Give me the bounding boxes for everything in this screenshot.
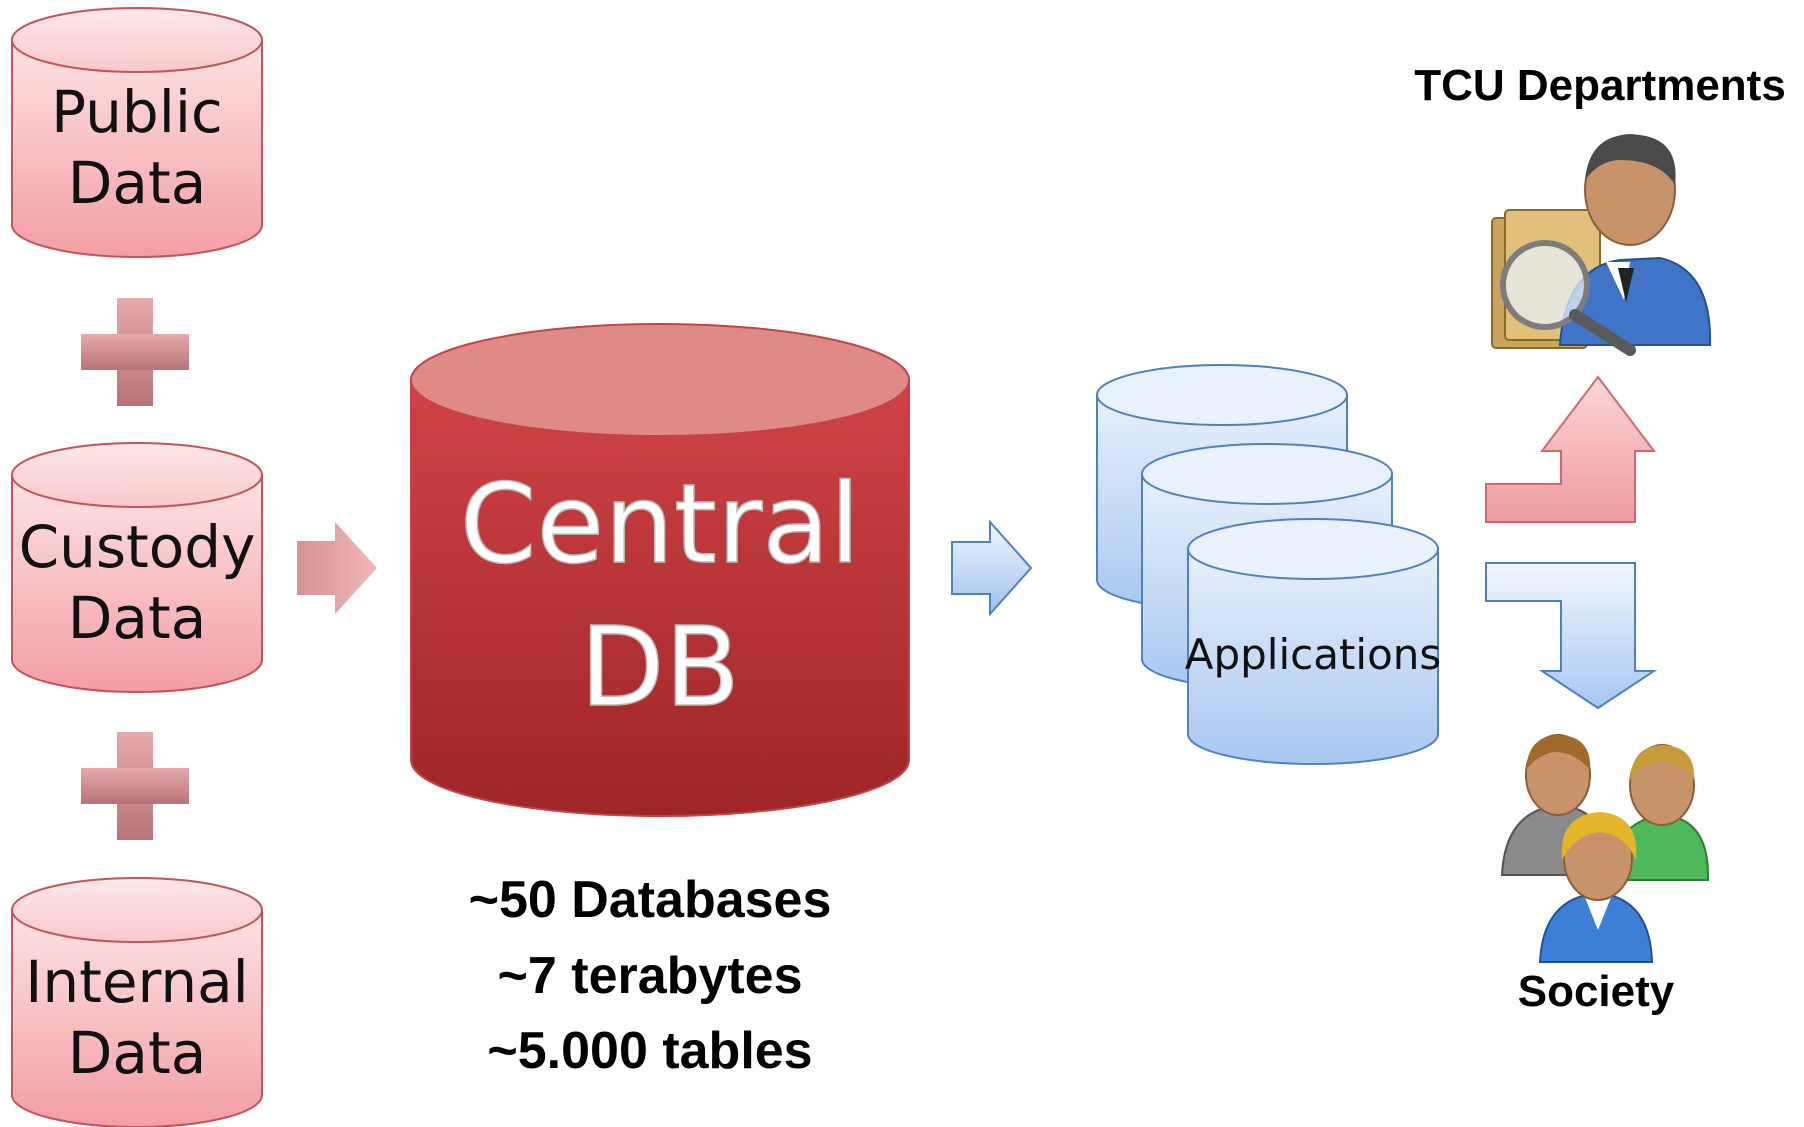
arrow-down-icon	[1485, 562, 1658, 710]
arrow-up-icon	[1485, 375, 1657, 523]
people-group-icon	[1500, 734, 1709, 963]
central-db-label-line2: DB	[580, 603, 740, 731]
source-label-line1: Internal	[25, 948, 249, 1016]
applications-label: Applications	[1185, 630, 1442, 679]
stat-terabytes: ~7 terabytes	[498, 947, 803, 1005]
source-label-line2: Data	[68, 1019, 207, 1087]
person-magnifier-icon	[1491, 134, 1712, 356]
society-label: Society	[1518, 967, 1675, 1016]
central-db-label-line1: Central	[460, 460, 861, 588]
tcu-departments-label: TCU Departments	[1414, 61, 1786, 110]
plus-icon	[81, 732, 189, 840]
application-cylinder-front: Applications	[1185, 518, 1442, 765]
plus-icon	[81, 298, 189, 406]
source-public-data: Public Data	[11, 7, 263, 258]
central-db-cylinder: Central DB	[410, 323, 910, 817]
stat-tables: ~5.000 tables	[487, 1022, 812, 1080]
stat-databases: ~50 Databases	[469, 871, 832, 929]
source-label-line1: Custody	[19, 513, 256, 581]
source-label-line2: Data	[68, 584, 207, 652]
source-label-line2: Data	[68, 149, 207, 217]
source-internal-data: Internal Data	[11, 877, 263, 1127]
applications-stack: Applications	[1096, 364, 1442, 765]
source-label-line1: Public	[51, 78, 223, 146]
source-custody-data: Custody Data	[11, 442, 263, 693]
arrow-right-icon	[951, 519, 1033, 617]
arrow-right-icon	[297, 522, 377, 614]
